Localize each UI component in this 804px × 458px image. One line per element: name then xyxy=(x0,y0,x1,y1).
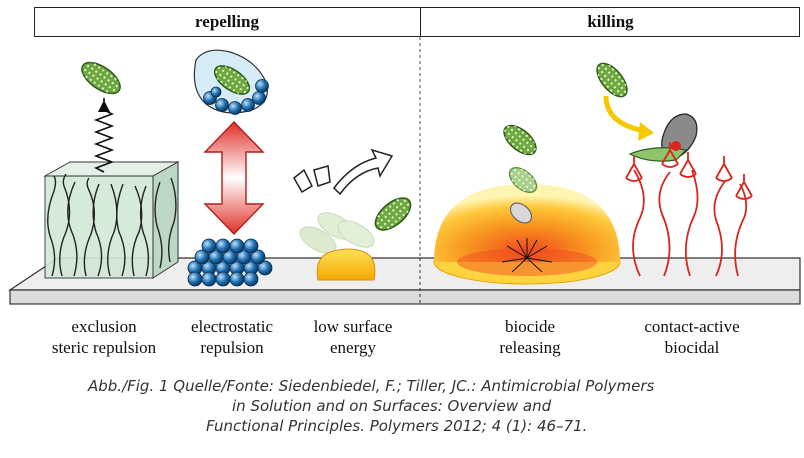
bacterium-icon xyxy=(81,61,121,95)
source-line-3: Functional Principles. Polymers 2012; 4 … xyxy=(206,417,588,435)
bacterium-icon xyxy=(596,62,628,98)
arrow-up-icon xyxy=(98,100,110,112)
header-repelling: repelling xyxy=(195,12,259,31)
polymer-chains xyxy=(632,169,748,277)
droplet-blob xyxy=(316,248,376,281)
figure-source-caption: Abb./Fig. 1 Quelle/Fonte: Siedenbiedel, … xyxy=(0,376,804,436)
faded-bacteria-trail xyxy=(299,212,375,254)
double-arrow-icon xyxy=(203,120,265,236)
curved-arrow-icon xyxy=(293,148,394,196)
caption-biocide-releasing: biocide releasing xyxy=(499,317,561,357)
curved-arrow-icon xyxy=(603,95,641,133)
trident-heads xyxy=(625,142,753,200)
section-header-box xyxy=(34,7,800,37)
caption-exclusion: exclusion steric repulsion xyxy=(51,317,157,357)
arrow-head-icon xyxy=(638,122,654,141)
caption-electrostatic: electrostatic repulsion xyxy=(190,317,274,357)
source-line-2: in Solution and on Surfaces: Overview an… xyxy=(232,397,552,415)
dying-bacteria-sequence xyxy=(503,124,538,224)
biocide-dome xyxy=(433,184,621,285)
header-killing: killing xyxy=(587,12,634,31)
caption-low-surface-energy: low surface energy xyxy=(313,317,393,357)
release-arrows xyxy=(501,238,553,273)
charged-bacterium-group xyxy=(193,49,269,115)
polymer-brush-cube xyxy=(43,161,180,279)
header-divider xyxy=(420,7,421,37)
caption-contact-active: contact-active biocidal xyxy=(644,317,740,357)
spring-icon xyxy=(93,98,115,173)
source-line-1: Abb./Fig. 1 Quelle/Fonte: Siedenbiedel, … xyxy=(88,377,655,395)
bacterium-icon xyxy=(374,197,412,231)
surface-ions xyxy=(187,238,273,287)
